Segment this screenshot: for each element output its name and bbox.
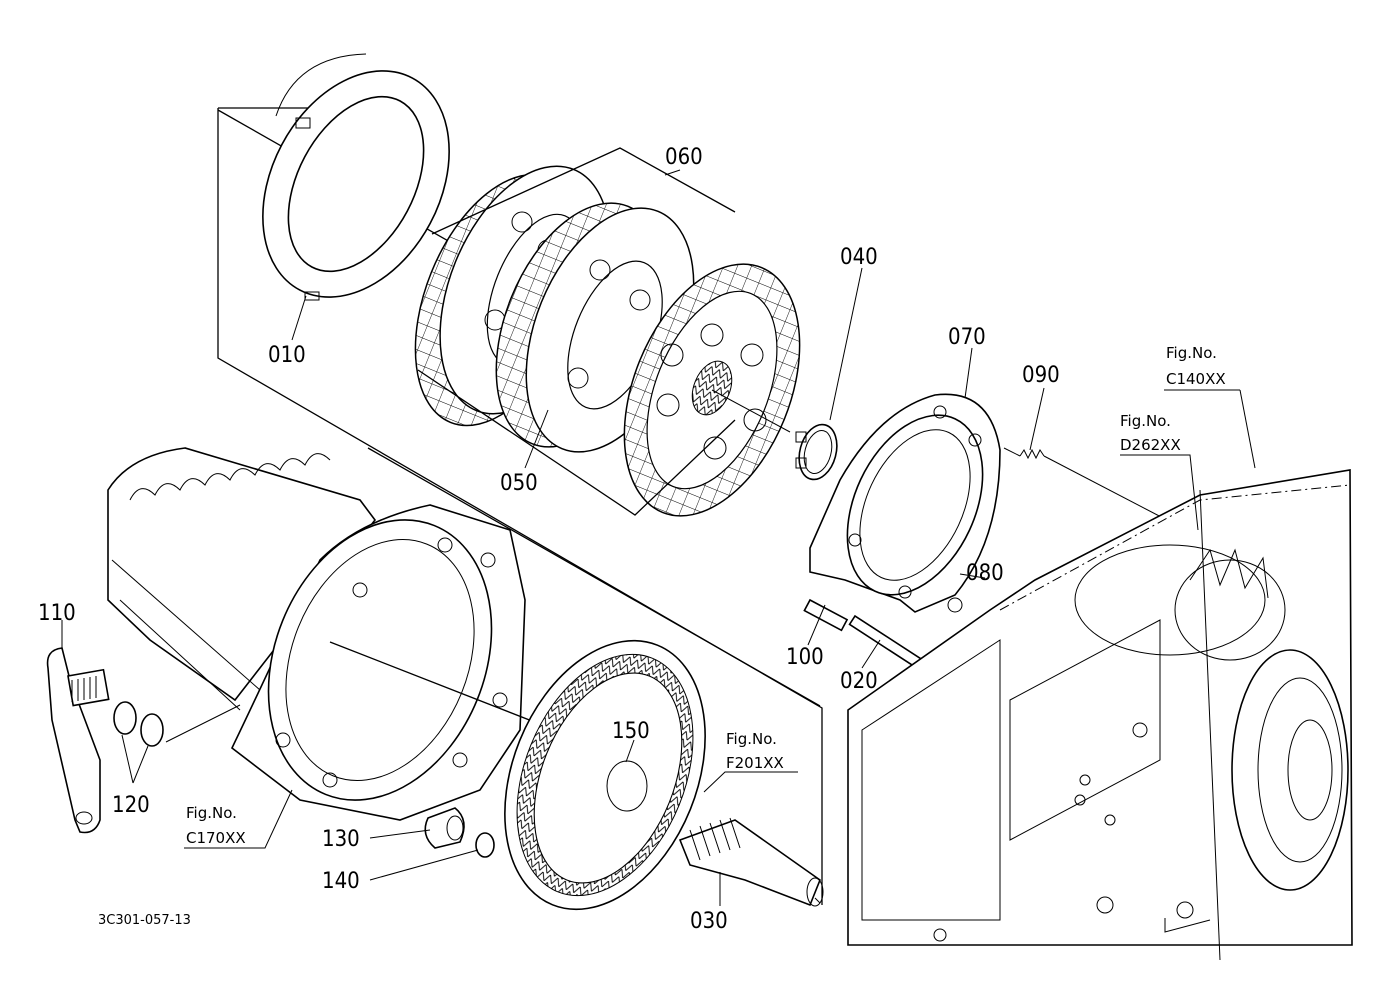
- part-110-lever: [46, 647, 110, 834]
- part-120-o-rings: [113, 701, 164, 747]
- callout-140: 140: [322, 869, 360, 894]
- callout-100: 100: [786, 645, 824, 670]
- callout-060: 060: [665, 145, 703, 170]
- callout-090: 090: [1022, 363, 1060, 388]
- part-010-thrust-plate: [262, 53, 450, 301]
- callout-040: 040: [840, 245, 878, 270]
- fig-ref-d262xx-code: D262XX: [1120, 436, 1181, 454]
- callout-labels: 010 020 030 040 050 060 070 080 090 100 …: [38, 145, 1060, 934]
- fig-ref-f201xx-code: F201XX: [726, 754, 784, 772]
- part-130-bushing: [424, 807, 465, 849]
- part-020-pin: [848, 614, 927, 672]
- clutch-housing: [107, 447, 821, 821]
- callout-110: 110: [38, 601, 76, 626]
- transmission-case: [847, 469, 1353, 961]
- part-100-pin: [803, 598, 849, 632]
- callout-050: 050: [500, 471, 538, 496]
- fig-ref-c170xx-code: C170XX: [186, 829, 246, 847]
- document-id: 3C301-057-13: [98, 913, 191, 928]
- callout-020: 020: [840, 669, 878, 694]
- figure-refs: Fig.No. C140XX Fig.No. D262XX Fig.No. F2…: [186, 344, 1240, 847]
- callout-010: 010: [268, 343, 306, 368]
- callout-150: 150: [612, 719, 650, 744]
- part-070-piston-plate: [809, 393, 1001, 613]
- callout-080: 080: [966, 561, 1004, 586]
- part-040-snap-ring: [795, 423, 838, 481]
- callout-130: 130: [322, 827, 360, 852]
- fig-ref-c140xx-prefix: Fig.No.: [1166, 344, 1217, 362]
- clutch-disc-pack: [414, 147, 801, 517]
- part-140-circlip: [475, 832, 495, 858]
- part-030-shaft: [678, 817, 824, 907]
- leader-lines: [61, 169, 1256, 906]
- fig-ref-f201xx-prefix: Fig.No.: [726, 730, 777, 748]
- callout-070: 070: [948, 325, 986, 350]
- fig-ref-c170xx-prefix: Fig.No.: [186, 804, 237, 822]
- callout-120: 120: [112, 793, 150, 818]
- part-150-o-ring: [606, 760, 648, 812]
- part-080-ball: [947, 597, 963, 613]
- fig-ref-c140xx-code: C140XX: [1166, 370, 1226, 388]
- callout-030: 030: [690, 909, 728, 934]
- fig-ref-d262xx-prefix: Fig.No.: [1120, 412, 1171, 430]
